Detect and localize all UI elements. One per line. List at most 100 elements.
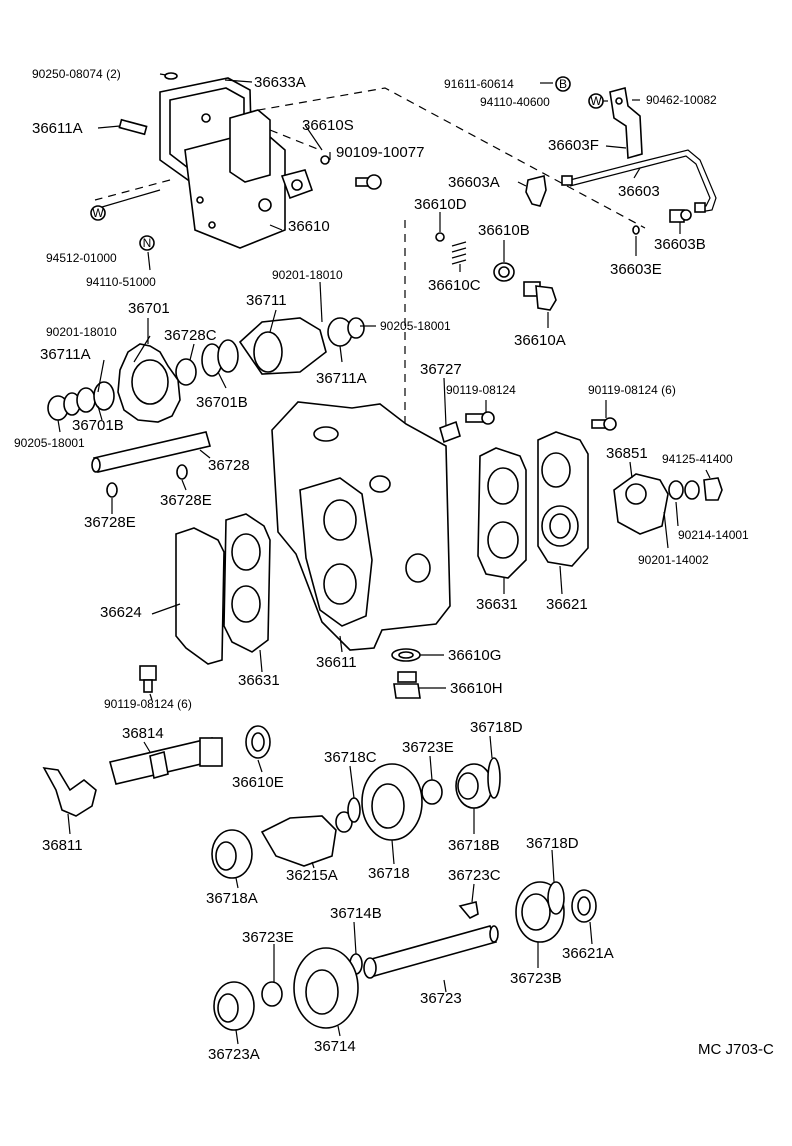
part-label: 36723E: [402, 739, 454, 756]
gasket-36610G-drawing: [391, 648, 421, 662]
part-label: 36610B: [478, 222, 530, 239]
gasket-36610B-drawing: [493, 262, 515, 282]
part-label: 36610: [288, 218, 330, 235]
seal-36621A-drawing: [571, 889, 597, 923]
part-label: 90201-18010: [46, 325, 117, 339]
washer-36723E-upper-drawing: [421, 779, 443, 805]
spacer-36728C-drawing: [175, 358, 197, 386]
part-label: 36631: [238, 672, 280, 689]
oring-36610S-drawing: [320, 155, 330, 165]
bolt-36611A-drawing: [118, 118, 148, 136]
ring-36718D-upper-drawing: [487, 757, 501, 799]
part-label: 90205-18001: [14, 436, 85, 450]
part-label: 36811: [42, 837, 83, 854]
marker-w-right-text: W: [590, 94, 602, 108]
seal-36610E-drawing: [245, 725, 271, 759]
marker-b: B: [555, 76, 571, 92]
ring-36728E-drawing: [106, 464, 188, 498]
marker-w-left-text: W: [92, 206, 104, 220]
part-label: 36723C: [448, 867, 501, 884]
cover-36621-drawing: [537, 431, 589, 567]
part-label: 36728C: [164, 327, 217, 344]
ring-36718D-lower-drawing: [547, 881, 565, 915]
part-label: 90119-08124 (6): [104, 697, 192, 711]
part-label: 36714B: [330, 905, 382, 922]
part-label: 91611-60614: [444, 77, 514, 91]
part-label: 36610A: [514, 332, 566, 349]
part-label: 36718: [368, 865, 410, 882]
part-label: 36711A: [40, 346, 91, 363]
part-labels: 90250-08074 (2) 36633A 36611A 36610S 901…: [14, 67, 749, 1063]
part-label: 90205-18001: [380, 319, 451, 333]
part-label: 90201-18010: [272, 268, 343, 282]
part-label: 90214-14001: [678, 528, 749, 542]
marker-n: N: [139, 235, 155, 251]
gasket-36631-left-drawing: [223, 513, 271, 653]
part-label: 36603A: [448, 174, 500, 191]
shaft-36215A-drawing: [260, 811, 353, 867]
part-label: 36723B: [510, 970, 562, 987]
marker-n-text: N: [143, 236, 152, 250]
part-label: 90109-10077: [336, 144, 424, 161]
oring-36603E-drawing: [632, 225, 640, 235]
part-label: 94125-41400: [662, 452, 733, 466]
bolt-90119-lower-drawing: [139, 665, 157, 693]
bearing-36718B-drawing: [455, 763, 493, 809]
key-36723C-drawing: [458, 901, 479, 919]
shaft-gear-36711-drawing: [238, 317, 365, 375]
fork-36811-drawing: [42, 766, 97, 817]
part-label: 36603B: [654, 236, 706, 253]
part-label: 36718A: [206, 890, 258, 907]
part-label: 36701: [128, 300, 170, 317]
gear-36714-drawing: [293, 947, 359, 1029]
part-label: 36718D: [526, 835, 579, 852]
pin-90250-drawing: [164, 72, 178, 80]
part-label: 36624: [100, 604, 142, 621]
part-label: 36701B: [72, 417, 124, 434]
part-label: 36718C: [324, 749, 377, 766]
gasket-36631-right-drawing: [477, 447, 527, 579]
part-label: 94110-51000: [86, 275, 156, 289]
part-label: 90201-14002: [638, 553, 709, 567]
part-label: 36621A: [562, 945, 614, 962]
part-label: 36814: [122, 725, 164, 742]
part-label: 36723: [420, 990, 462, 1007]
bearing-36723A-drawing: [213, 981, 255, 1031]
flange-36851-drawing: [613, 473, 723, 535]
washer-36723E-lower-drawing: [261, 981, 283, 1007]
diagram-code: MC J703-C: [698, 1041, 774, 1058]
plug-36610H-drawing: [393, 671, 421, 699]
part-label: 36610C: [428, 277, 481, 294]
marker-w-left: W: [90, 205, 106, 221]
part-label: 36603F: [548, 137, 599, 154]
part-label: 36610S: [302, 117, 354, 134]
part-label: 36727: [420, 361, 462, 378]
bolt-36603B-drawing: [669, 209, 692, 223]
shaft-36723-drawing: [363, 925, 499, 979]
part-label: 36728E: [160, 492, 212, 509]
plug-36610A-drawing: [523, 281, 557, 311]
bracket-36603F-drawing: [609, 87, 643, 160]
part-label: 36611: [316, 654, 357, 671]
part-label: 36711A: [316, 370, 367, 387]
part-label: 36723A: [208, 1046, 260, 1063]
transfer-case-36611-drawing: [271, 401, 451, 651]
marker-w-right: W: [588, 93, 604, 109]
part-label: 94512-01000: [46, 251, 117, 265]
part-label: 90462-10082: [646, 93, 717, 107]
bracket-36727-drawing: [439, 411, 495, 444]
part-label: 90119-08124 (6): [588, 383, 676, 397]
part-label: 36610D: [414, 196, 467, 213]
part-label: 36723E: [242, 929, 294, 946]
gear-36718-drawing: [361, 763, 423, 841]
ring-36718C-drawing: [347, 797, 361, 823]
part-label: 36718B: [448, 837, 500, 854]
part-label: 36718D: [470, 719, 523, 736]
part-label: 36215A: [286, 867, 338, 884]
part-label: 36603E: [610, 261, 662, 278]
part-label: 36728: [208, 457, 250, 474]
bearing-36718A-drawing: [211, 829, 253, 879]
part-label: 36714: [314, 1038, 356, 1055]
